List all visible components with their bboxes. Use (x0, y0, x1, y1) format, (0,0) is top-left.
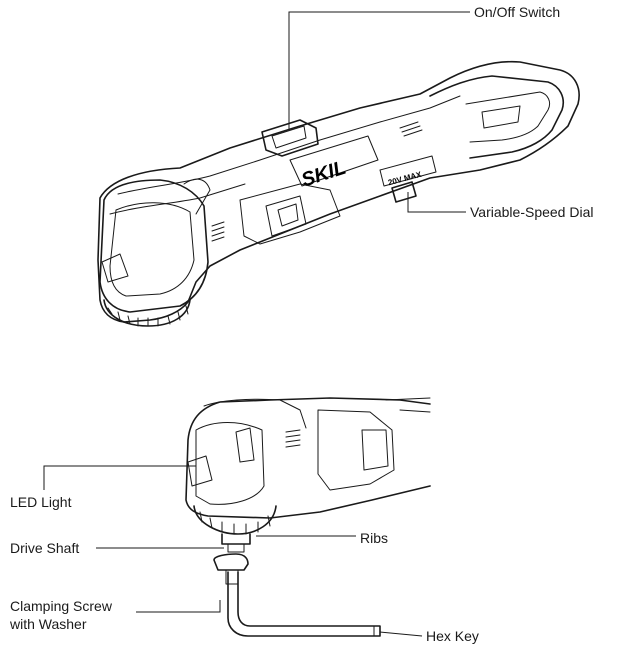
label-hex-key: Hex Key (426, 628, 479, 644)
handle-grip (429, 75, 564, 159)
label-on-off-switch: On/Off Switch (474, 4, 561, 20)
clamping-screw-shape (213, 553, 249, 571)
tool-body-outline (97, 60, 580, 323)
label-led-light: LED Light (10, 494, 72, 510)
tool-head (99, 179, 209, 313)
label-ribs: Ribs (360, 530, 389, 546)
led-light-leader (43, 465, 196, 490)
head-clamp-ring (193, 505, 277, 535)
label-clamping-screw-line1: Clamping Screw (10, 598, 112, 614)
label-variable-speed-dial: Variable-Speed Dial (470, 204, 594, 220)
on-off-switch-shape (261, 119, 319, 157)
label-drive-shaft: Drive Shaft (10, 540, 80, 556)
on-off-switch-leader (288, 11, 470, 130)
variable-speed-dial-leader (407, 192, 466, 213)
clamping-screw-leader (136, 600, 221, 613)
hex-key-shape (227, 571, 381, 637)
drive-shaft-shape (221, 533, 251, 545)
label-clamping-screw-line2: with Washer (10, 616, 87, 632)
variable-speed-dial-shape (391, 181, 417, 203)
hex-key-leader (379, 631, 423, 637)
